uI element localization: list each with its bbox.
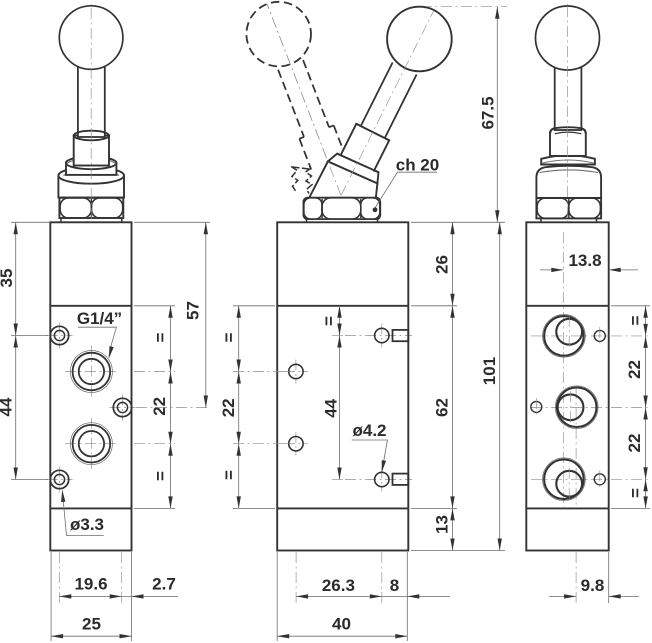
svg-text:22: 22 (150, 397, 169, 416)
svg-text:9.8: 9.8 (581, 576, 605, 595)
svg-text:13.8: 13.8 (568, 251, 601, 270)
svg-text:22: 22 (625, 434, 644, 453)
svg-text:40: 40 (332, 615, 351, 634)
svg-text:44: 44 (0, 397, 16, 416)
svg-text:8: 8 (390, 576, 399, 595)
svg-text:ch 20: ch 20 (396, 156, 439, 175)
svg-text:26.3: 26.3 (322, 576, 355, 595)
svg-text:26: 26 (433, 255, 452, 274)
svg-text:25: 25 (82, 615, 101, 634)
svg-text:57: 57 (184, 301, 203, 320)
svg-text:101: 101 (480, 357, 499, 385)
svg-text:=: = (626, 315, 645, 325)
svg-text:44: 44 (322, 398, 341, 417)
svg-text:G1/4”: G1/4” (77, 309, 122, 328)
svg-text:2.7: 2.7 (152, 575, 176, 594)
svg-text:35: 35 (0, 269, 16, 288)
svg-text:62: 62 (433, 398, 452, 417)
svg-text:=: = (151, 332, 170, 342)
svg-text:=: = (220, 332, 239, 342)
svg-text:13: 13 (433, 515, 452, 534)
svg-text:22: 22 (625, 360, 644, 379)
svg-text:22: 22 (219, 398, 238, 417)
svg-text:=: = (151, 471, 170, 481)
svg-text:67.5: 67.5 (479, 96, 498, 129)
svg-text:=: = (320, 316, 339, 326)
svg-text:19.6: 19.6 (74, 575, 107, 594)
svg-text:ø4.2: ø4.2 (352, 421, 386, 440)
svg-text:ø3.3: ø3.3 (70, 515, 104, 534)
svg-text:=: = (220, 470, 239, 480)
svg-text:=: = (626, 488, 645, 498)
